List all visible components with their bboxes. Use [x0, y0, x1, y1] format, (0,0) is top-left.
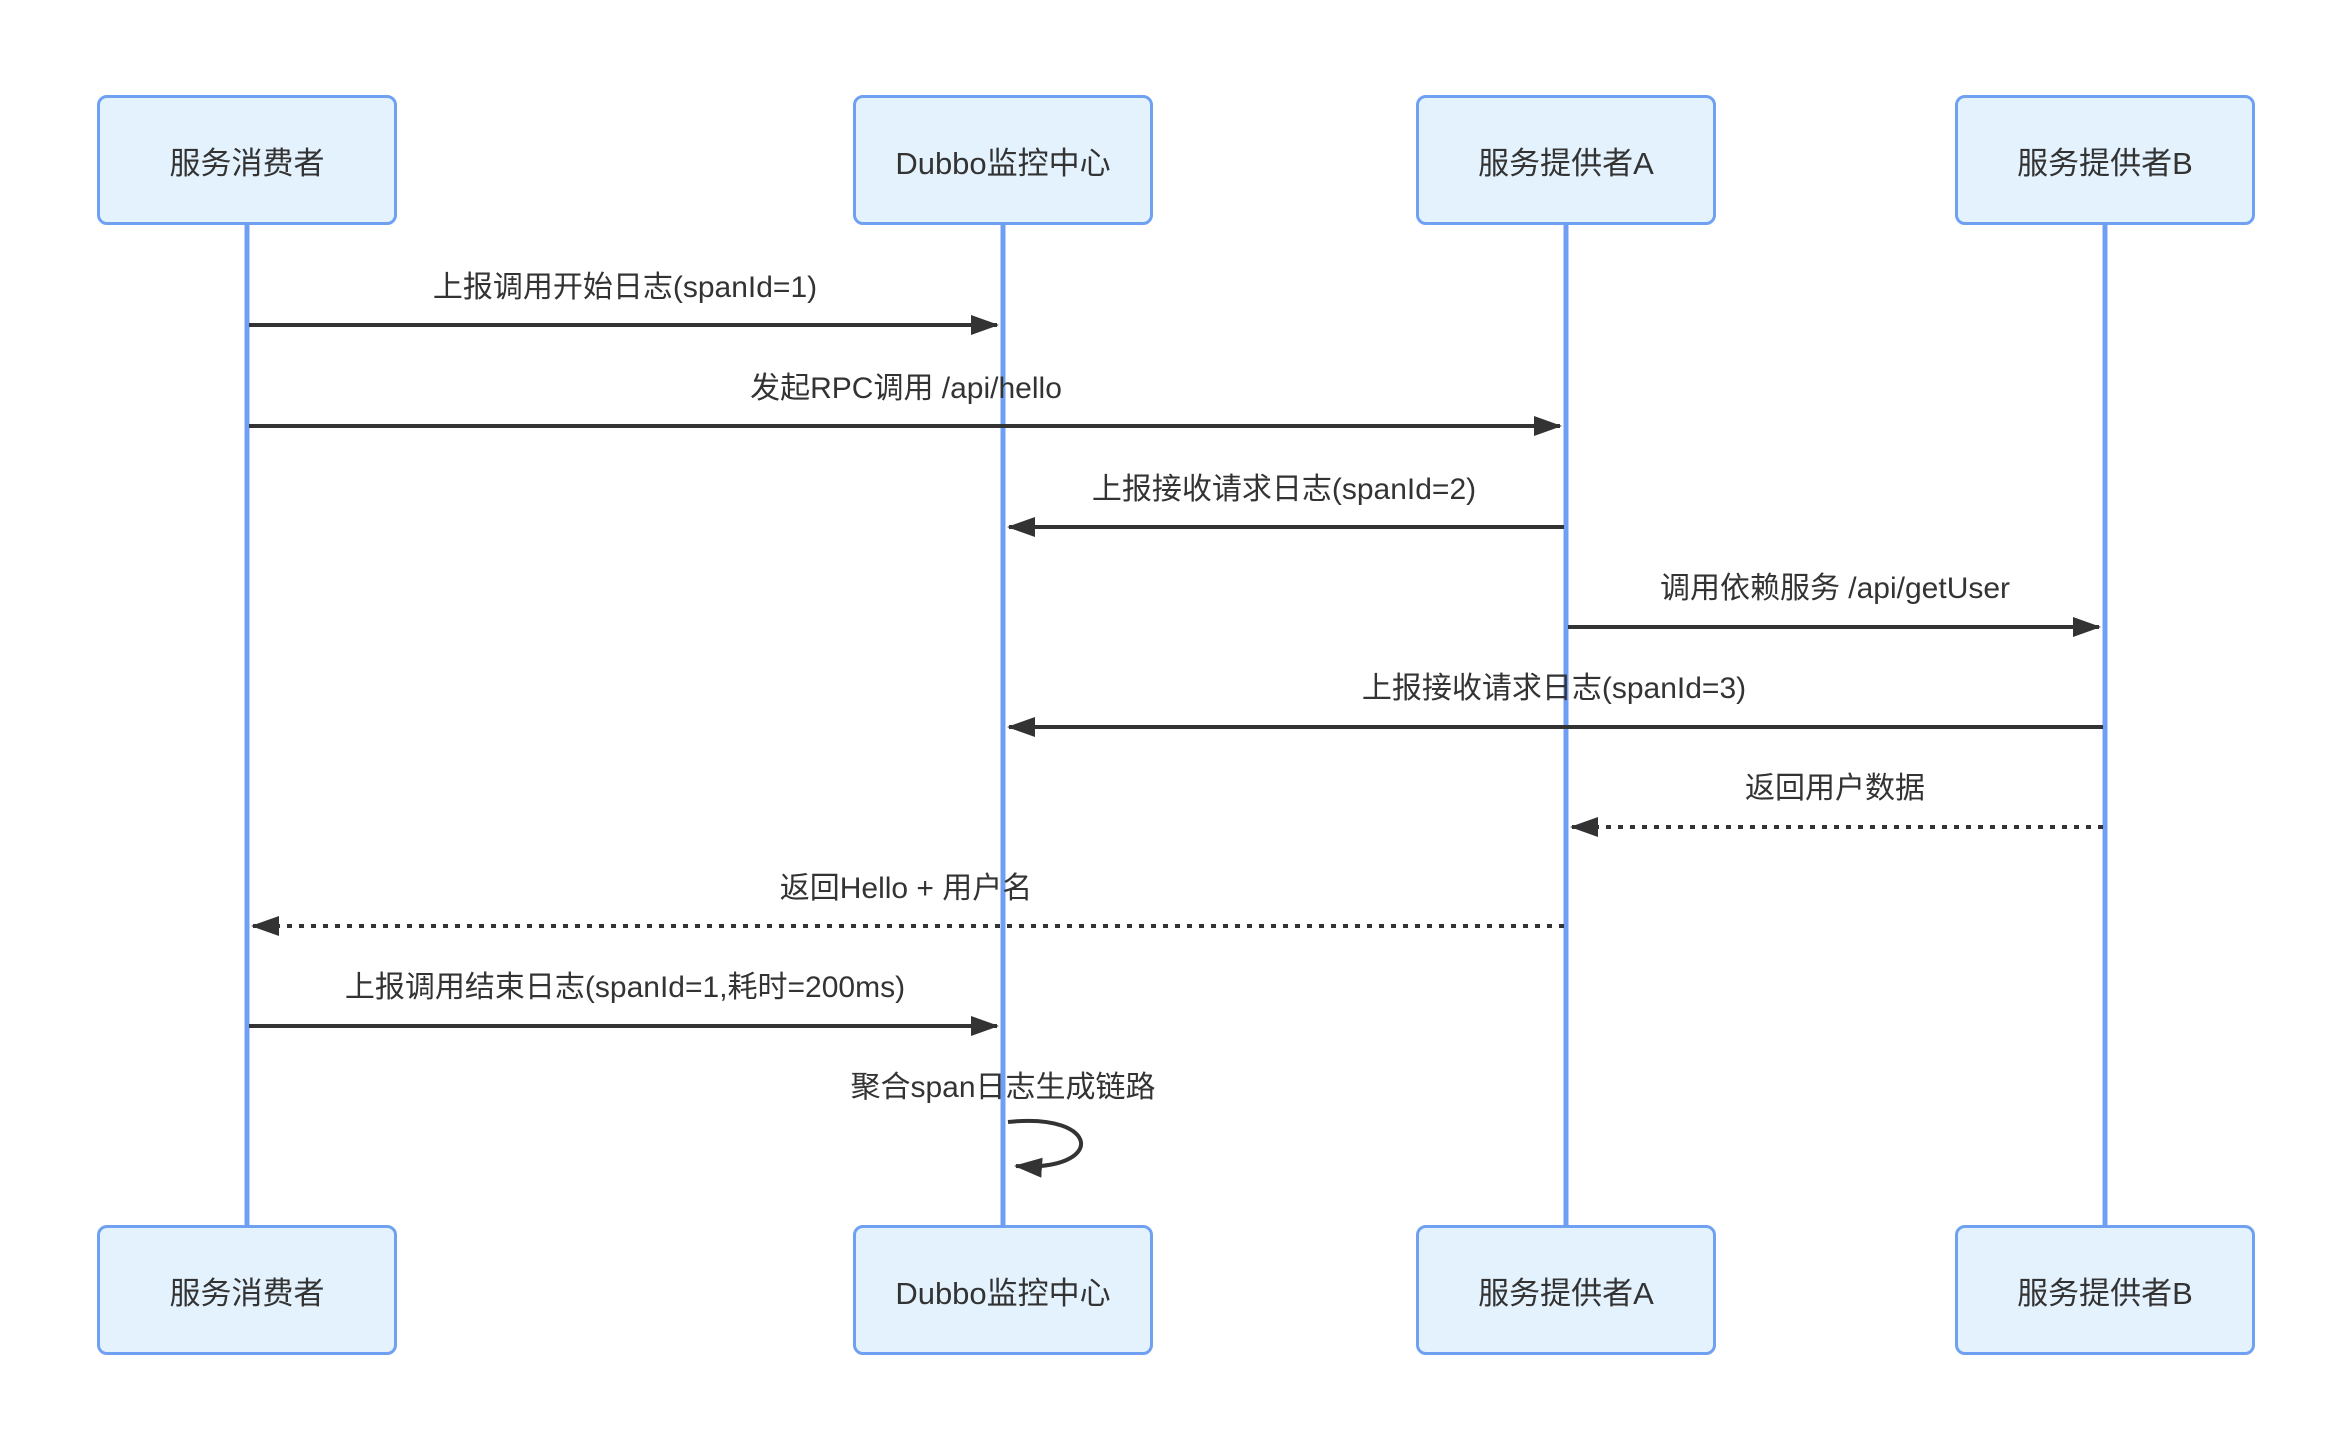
message-label-8: 上报调用结束日志(spanId=1,耗时=200ms): [344, 971, 906, 1004]
message-label-4: 调用依赖服务 /api/getUser: [1659, 572, 2011, 605]
participant-providerA-top: 服务提供者A: [1416, 95, 1716, 225]
message-label-1: 上报调用开始日志(spanId=1): [432, 271, 818, 304]
participant-consumer-top: 服务消费者: [97, 95, 397, 225]
participant-providerB-top: 服务提供者B: [1955, 95, 2255, 225]
message-label-2: 发起RPC调用 /api/hello: [750, 372, 1062, 405]
participant-monitor-bottom: Dubbo监控中心: [853, 1225, 1153, 1355]
message-label-7: 返回Hello + 用户名: [779, 872, 1033, 905]
message-label-5: 上报接收请求日志(spanId=3): [1361, 672, 1747, 705]
message-label-3: 上报接收请求日志(spanId=2): [1091, 473, 1477, 506]
self-loop-arrow: [1007, 1118, 1083, 1178]
participant-consumer-bottom: 服务消费者: [97, 1225, 397, 1355]
participant-providerA-bottom: 服务提供者A: [1416, 1225, 1716, 1355]
message-label-9: 聚合span日志生成链路: [850, 1071, 1156, 1104]
participant-providerB-bottom: 服务提供者B: [1955, 1225, 2255, 1355]
message-label-6: 返回用户数据: [1745, 772, 1925, 805]
participant-monitor-top: Dubbo监控中心: [853, 95, 1153, 225]
